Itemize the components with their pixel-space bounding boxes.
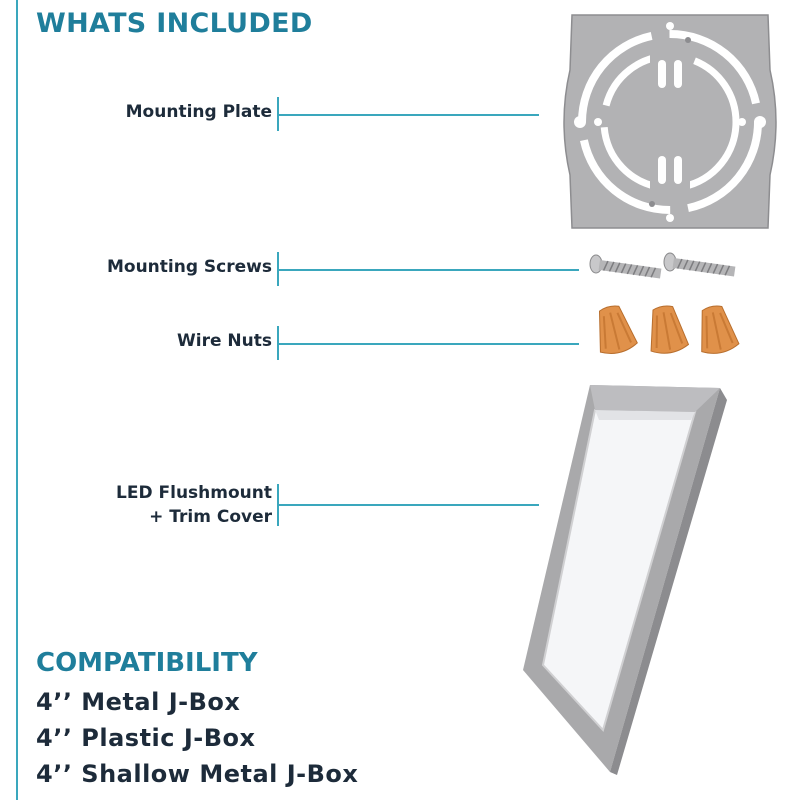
- label-tick: [277, 97, 279, 131]
- leader-line: [279, 504, 539, 506]
- left-accent-line: [16, 0, 18, 800]
- label-tick: [277, 252, 279, 286]
- leader-line: [279, 114, 539, 116]
- list-item: 4’’ Metal J-Box: [36, 688, 241, 716]
- leader-line: [279, 269, 579, 271]
- screw-icon: [589, 254, 662, 279]
- wire-nut-icon: [598, 305, 638, 354]
- leader-line: [279, 343, 579, 345]
- item-label-led-flushmount: LED Flushmount + Trim Cover: [116, 483, 272, 527]
- list-item: 4’’ Plastic J-Box: [36, 724, 256, 752]
- wire-nut-icon: [701, 305, 740, 354]
- list-item: 4’’ Shallow Metal J-Box: [36, 760, 359, 788]
- label-tick: [277, 484, 279, 526]
- item-label-wire-nuts: Wire Nuts: [177, 331, 272, 351]
- led-flushmount-panel-icon: [523, 385, 727, 775]
- item-label-mounting-screws: Mounting Screws: [106, 257, 272, 277]
- item-label-mounting-plate: Mounting Plate: [125, 102, 272, 122]
- compatibility-title: COMPATIBILITY: [36, 648, 258, 678]
- page-title: WHATS INCLUDED: [36, 8, 313, 39]
- screw-icon: [663, 252, 736, 277]
- wire-nut-icon: [650, 305, 690, 354]
- mounting-plate-icon: [563, 14, 777, 229]
- compatibility-list: 4’’ Metal J-Box 4’’ Plastic J-Box 4’’ Sh…: [36, 684, 358, 792]
- label-tick: [277, 326, 279, 360]
